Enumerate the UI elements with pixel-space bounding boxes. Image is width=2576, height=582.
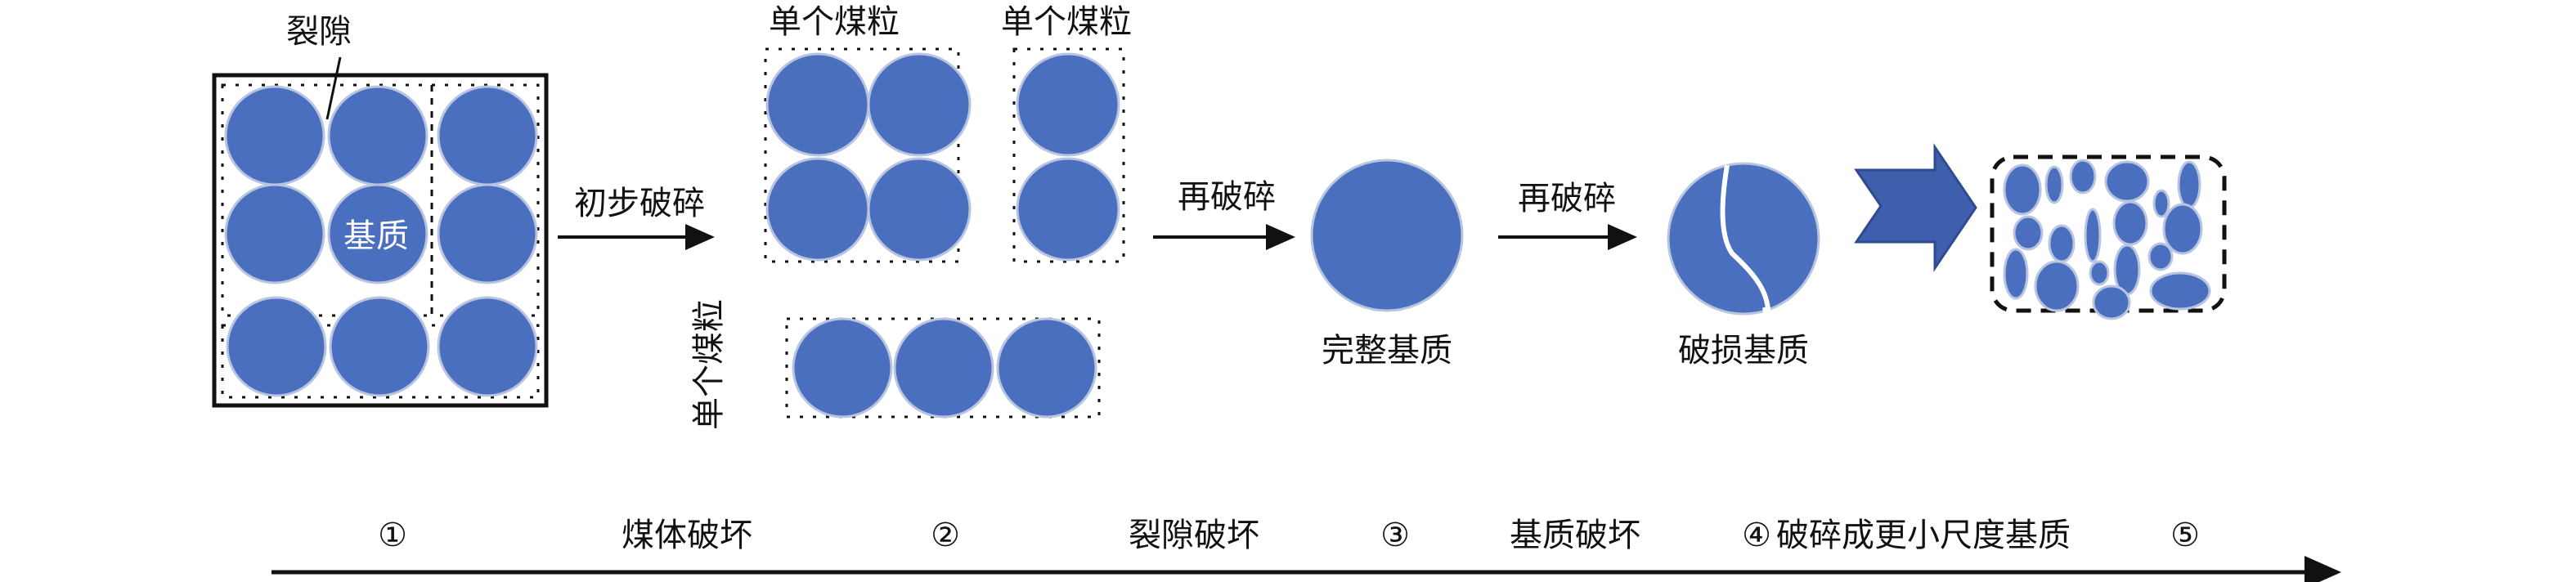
damaged-matrix xyxy=(1667,162,1820,328)
single-grain-label: 单个煤粒 xyxy=(690,299,728,430)
stage-5-marker: ⑤ xyxy=(2170,517,2200,554)
phase-label-smaller-matrix: 破碎成更小尺度基质 xyxy=(1776,517,2071,554)
stage-1-marker: ① xyxy=(378,517,407,554)
stage-2-marker: ② xyxy=(931,517,960,554)
recrush-label: 再破碎 xyxy=(1178,178,1276,216)
phase-label-fracture-failure: 裂隙破坏 xyxy=(1129,517,1259,554)
single-grain-label: 单个煤粒 xyxy=(1001,3,1132,41)
stage-3-marker: ③ xyxy=(1380,517,1410,554)
damaged-matrix-label: 破损基质 xyxy=(1678,332,1809,369)
initial-crush-label: 初步破碎 xyxy=(574,185,705,222)
timeline: ① 煤体破坏 ② 裂隙破坏 ③ 基质破坏 ④ 破碎成更小尺度基质 ⑤ xyxy=(272,517,2341,582)
intact-matrix xyxy=(1310,159,1464,312)
coal-body-border xyxy=(212,73,549,408)
fragmented-matrix xyxy=(1990,154,2227,320)
matrix-label: 基质 xyxy=(343,217,409,255)
fracture-label: 裂隙 xyxy=(286,13,352,51)
grain-group-box xyxy=(1012,47,1125,263)
phase-label-coal-body-failure: 煤体破坏 xyxy=(622,517,752,554)
grain-group-box xyxy=(785,317,1101,419)
block-arrow-icon xyxy=(1854,143,1977,272)
coal-body: 裂隙 基质 xyxy=(212,13,549,408)
recrush-label: 再破碎 xyxy=(1518,180,1616,217)
intact-matrix-label: 完整基质 xyxy=(1322,332,1452,369)
fracture-pointer xyxy=(325,56,342,120)
grain-group-box xyxy=(430,83,540,317)
grain-group-box xyxy=(221,83,433,317)
stage-4-marker: ④ xyxy=(1742,517,1771,554)
single-grain-label: 单个煤粒 xyxy=(769,3,900,41)
grains xyxy=(224,85,538,397)
phase-label-matrix-failure: 基质破坏 xyxy=(1510,517,1640,554)
separated-grains: 单个煤粒 单个煤粒 单个煤粒 xyxy=(690,3,1132,430)
